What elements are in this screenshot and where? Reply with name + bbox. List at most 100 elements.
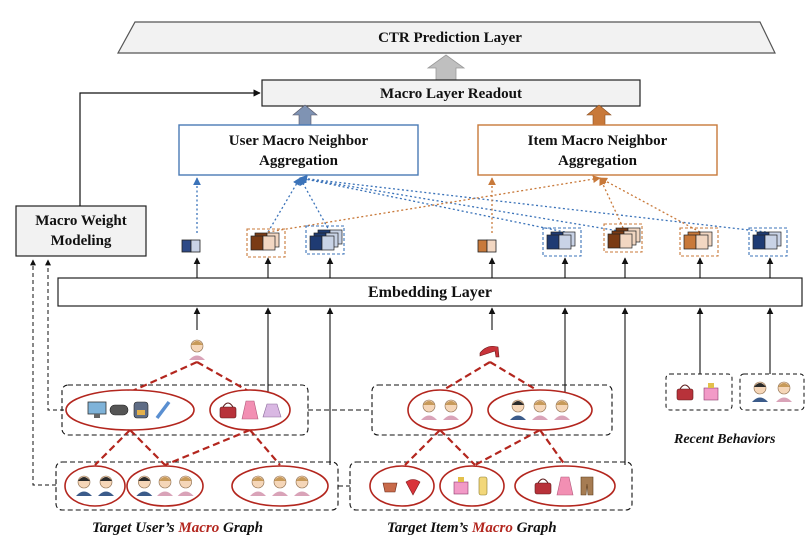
recent-behaviors-caption: Recent Behaviors bbox=[674, 432, 776, 447]
weight-input-arrow bbox=[45, 259, 64, 411]
user-user-embedding-cell bbox=[321, 235, 335, 251]
woman-icon bbox=[177, 475, 194, 496]
woman-icon-part bbox=[776, 397, 792, 402]
woman-icon bbox=[157, 475, 173, 496]
dress-icon bbox=[556, 476, 574, 496]
ctr-prediction-label: CTR Prediction Layer bbox=[378, 30, 522, 46]
pencil-icon bbox=[155, 400, 171, 420]
diagram-elements bbox=[30, 174, 805, 511]
woman-icon-part bbox=[189, 355, 205, 360]
handbag-icon bbox=[219, 402, 237, 419]
user-to-readout-arrow bbox=[292, 104, 318, 126]
monitor-icon-part bbox=[94, 414, 100, 418]
recent-user-embedding-cell bbox=[764, 234, 778, 250]
item-aggregation-label-line1: Item Macro Neighbor bbox=[527, 133, 668, 149]
woman-icon-part bbox=[532, 415, 548, 420]
woman-icon-part bbox=[272, 491, 288, 496]
woman-icon bbox=[294, 475, 310, 496]
macro-layer-readout-label: Macro Layer Readout bbox=[380, 86, 522, 102]
trousers-icon bbox=[580, 476, 594, 496]
teacup-icon bbox=[382, 482, 398, 493]
macro-edge bbox=[439, 361, 491, 393]
embedding-layer-label: Embedding Layer bbox=[367, 284, 492, 301]
man-icon-part bbox=[76, 491, 92, 496]
woman-icon bbox=[189, 339, 205, 360]
item-l2-g1-ellipse bbox=[369, 465, 435, 507]
man-icon-part bbox=[100, 477, 112, 481]
monitor-icon bbox=[87, 401, 107, 418]
user-graph-caption-prefix: Target User’s bbox=[92, 520, 179, 536]
woman-icon bbox=[776, 381, 792, 402]
man-icon bbox=[136, 475, 153, 496]
macro-edge bbox=[94, 429, 131, 466]
handbag-icon-part bbox=[676, 388, 694, 401]
man-icon-part bbox=[512, 401, 524, 405]
handbag-icon-part bbox=[219, 406, 237, 419]
item-item-embedding-cell bbox=[607, 233, 621, 249]
woman-icon-part bbox=[177, 491, 194, 496]
item-graph-caption-prefix: Target Item’s bbox=[387, 520, 472, 536]
item-l1-g1-ellipse bbox=[407, 389, 473, 431]
item-attention-arrow bbox=[599, 177, 701, 233]
woman-icon-part bbox=[423, 401, 435, 405]
embedding-layer-box bbox=[57, 277, 803, 307]
macro-weight-box bbox=[15, 205, 147, 257]
dress-icon bbox=[241, 400, 259, 420]
item-attention-arrow bbox=[267, 175, 601, 233]
backpack-icon bbox=[133, 401, 149, 419]
weight-input-arrow bbox=[30, 259, 56, 486]
macro-edge bbox=[404, 429, 441, 466]
ctr-prediction-layer-shape bbox=[116, 21, 776, 54]
woman-icon-part bbox=[157, 491, 173, 496]
item-attention-arrow bbox=[599, 177, 626, 233]
man-icon-part bbox=[98, 491, 114, 496]
recent-item-embedding-frame bbox=[679, 227, 719, 257]
macro-edge bbox=[129, 429, 166, 466]
woman-icon-part bbox=[179, 477, 192, 481]
handbag-icon bbox=[534, 478, 552, 495]
woman-icon-part bbox=[294, 491, 310, 496]
woman-icon bbox=[421, 399, 437, 420]
macro-edge bbox=[164, 428, 251, 467]
item-item-embedding-frame bbox=[603, 223, 643, 253]
macro-edge bbox=[196, 361, 251, 393]
item-aggregation-box bbox=[477, 124, 718, 176]
user-graph-caption-suffix: Graph bbox=[219, 520, 263, 536]
man-icon-part bbox=[752, 397, 768, 402]
user-level1-container bbox=[61, 384, 309, 436]
item-user-embedding-cell bbox=[558, 234, 572, 250]
gamepad-icon bbox=[109, 404, 129, 416]
macro-layer-readout-box bbox=[261, 79, 641, 107]
woman-icon-part bbox=[274, 477, 286, 481]
macro-edge bbox=[489, 361, 541, 393]
macro-edge bbox=[129, 360, 198, 394]
user-user-embedding-frame bbox=[305, 225, 345, 255]
man-icon-part bbox=[138, 477, 151, 481]
woman-icon-part bbox=[534, 401, 546, 405]
lotion-icon bbox=[478, 476, 488, 496]
high-heel-icon-part bbox=[479, 345, 500, 358]
woman-icon-part bbox=[252, 477, 264, 481]
weight-to-readout-arrow bbox=[79, 89, 261, 206]
target-user-embedding-cell bbox=[181, 239, 192, 253]
user-attention-arrow bbox=[299, 174, 767, 233]
user-graph-caption: Target User’s Macro Graph bbox=[92, 520, 263, 537]
recent-item-frame bbox=[665, 373, 733, 411]
woman-icon-part bbox=[191, 341, 203, 345]
pencil-icon-part bbox=[155, 400, 171, 420]
skirt-icon-part bbox=[262, 403, 282, 418]
woman-icon bbox=[554, 399, 570, 420]
recent-item-embedding-cell bbox=[695, 234, 709, 250]
skirt-icon bbox=[262, 403, 282, 418]
target-item-embedding-cell bbox=[486, 239, 497, 253]
man-icon bbox=[752, 381, 768, 402]
perfume-icon-part bbox=[458, 477, 464, 482]
dress-icon-part bbox=[241, 400, 259, 420]
recent-user-frame bbox=[739, 373, 805, 411]
woman-icon-part bbox=[556, 401, 568, 405]
user-attention-arrow bbox=[299, 175, 626, 233]
man-icon bbox=[98, 475, 114, 496]
user-aggregation-label-line2: Aggregation bbox=[259, 153, 338, 169]
user-user-embedding-cell bbox=[309, 235, 323, 251]
